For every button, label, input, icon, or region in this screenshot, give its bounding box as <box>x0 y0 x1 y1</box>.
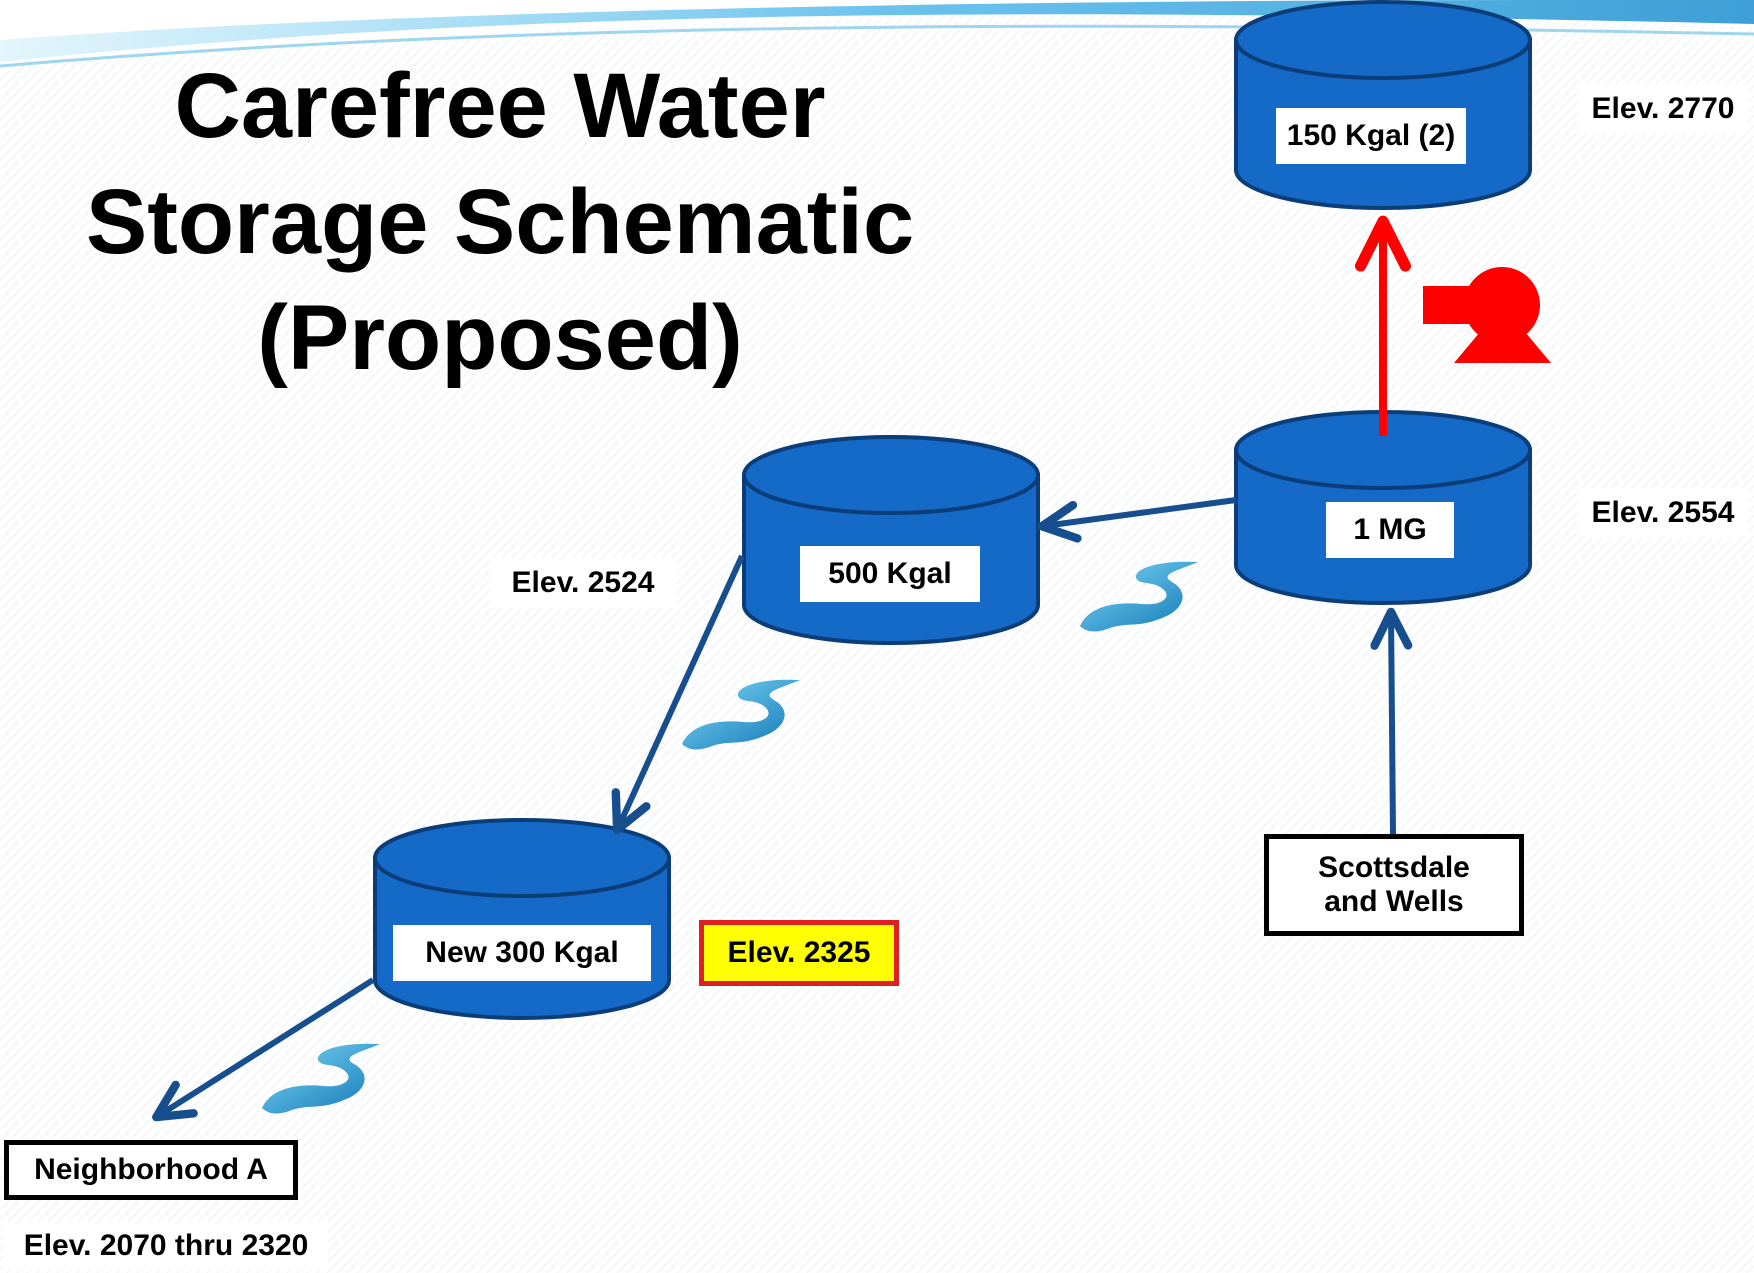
tank-label-1-mg: 1 MG <box>1326 502 1454 558</box>
destination-label: Neighborhood A <box>34 1153 268 1186</box>
elevation-label-2325: Elev. 2325 <box>699 920 899 986</box>
water-flow-icon <box>1080 561 1198 632</box>
flow-arrow-300-to-neighborhood <box>152 977 375 1122</box>
title-line-1: Carefree Water <box>174 55 826 157</box>
tank-new-300-kgal <box>373 818 671 1020</box>
page-title: Carefree Water Storage Schematic (Propos… <box>40 48 960 396</box>
tank-150-kgal <box>1234 0 1532 210</box>
elevation-label-2770: Elev. 2770 <box>1578 84 1748 134</box>
title-line-3: (Proposed) <box>257 287 743 389</box>
elevation-label-2524: Elev. 2524 <box>490 558 676 608</box>
tank-label-150-kgal: 150 Kgal (2) <box>1276 108 1466 164</box>
tank-500-kgal <box>742 435 1040 645</box>
source-line-1: Scottsdale <box>1318 851 1470 884</box>
flow-arrow-source-to-1mg <box>1370 607 1413 835</box>
source-box-scottsdale-and-wells: Scottsdale and Wells <box>1264 834 1524 936</box>
source-line-2: and Wells <box>1324 885 1464 918</box>
elevation-label-neighborhood: Elev. 2070 thru 2320 <box>4 1222 328 1270</box>
title-line-2: Storage Schematic <box>85 171 915 273</box>
water-flow-icon <box>262 1043 380 1114</box>
flow-arrow-1mg-to-500 <box>1037 497 1237 543</box>
flow-arrow-500-to-300 <box>611 554 745 835</box>
elevation-label-2554: Elev. 2554 <box>1578 488 1748 538</box>
water-flow-icon <box>682 679 800 750</box>
tank-label-new-300-kgal: New 300 Kgal <box>393 925 651 981</box>
destination-box-neighborhood-a: Neighborhood A <box>4 1140 298 1200</box>
pump-icon <box>1423 267 1551 363</box>
tank-label-500-kgal: 500 Kgal <box>800 546 980 602</box>
